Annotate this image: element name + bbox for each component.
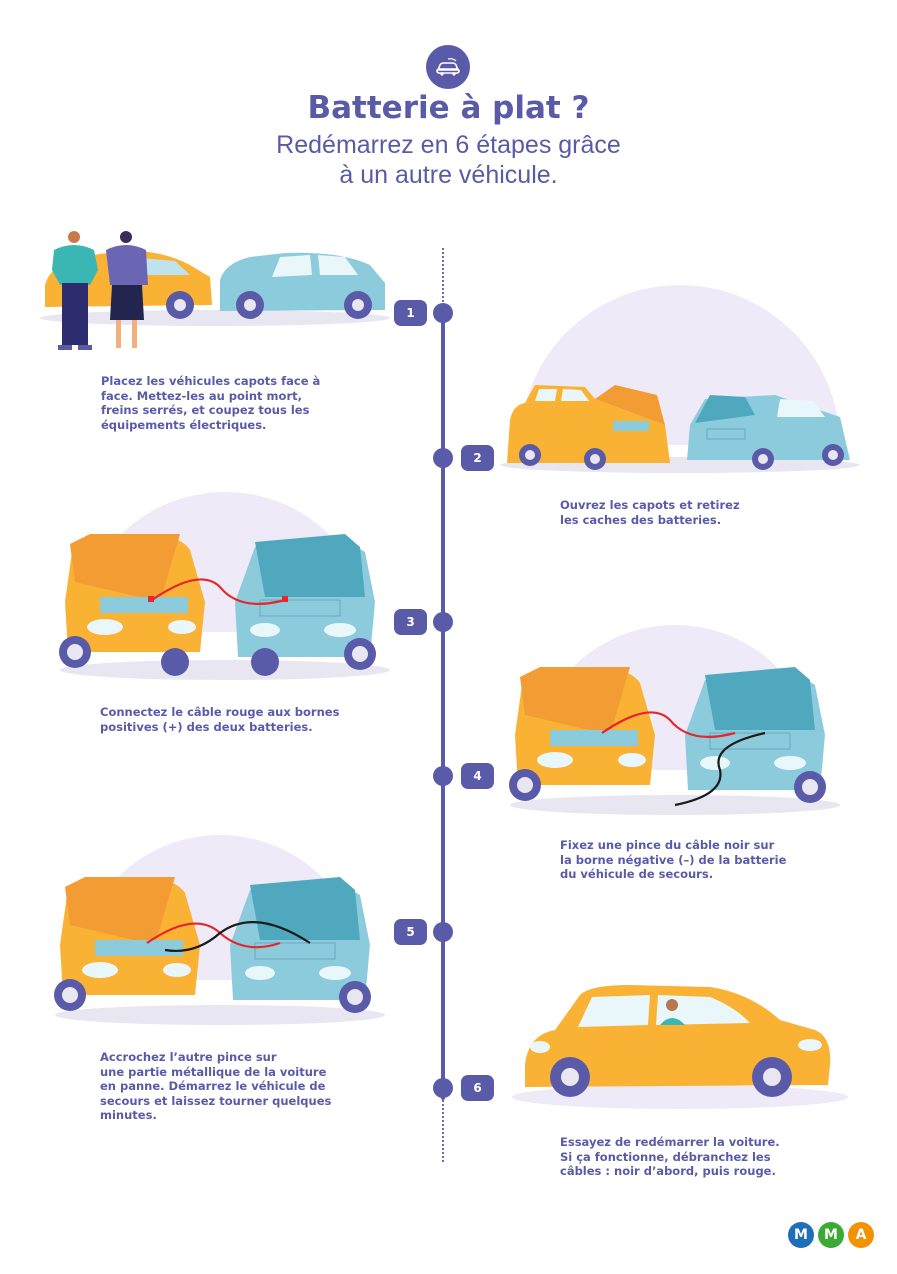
step-1-illustration [40, 231, 390, 350]
step-2-illustration [500, 285, 860, 473]
step-badge-6: 6 [461, 1075, 494, 1101]
step-3-text: Connectez le câble rouge aux bornes posi… [100, 705, 340, 734]
step-badge-1: 1 [394, 300, 427, 326]
step-5-text: Accrochez l’autre pince sur une partie m… [100, 1050, 332, 1122]
timeline-node-5 [433, 922, 453, 942]
step-3-illustration [59, 492, 390, 680]
subtitle-line-1: Redémarrez en 6 étapes grâce [276, 131, 621, 159]
step-badge-2: 2 [461, 445, 494, 471]
step-badge-3: 3 [394, 609, 427, 635]
step-4-text: Fixez une pince du câble noir sur la bor… [560, 838, 787, 881]
timeline-dots-bottom [442, 1100, 444, 1162]
step-1-text: Placez les véhicules capots face à face.… [101, 374, 321, 432]
car-icon-badge [426, 45, 470, 89]
logo-letter-2: M [818, 1222, 844, 1248]
timeline-node-2 [433, 448, 453, 468]
step-5-illustration [54, 835, 385, 1025]
subtitle-line-2: à un autre véhicule. [339, 161, 558, 189]
step-2-text: Ouvrez les capots et retirez les caches … [560, 498, 740, 527]
timeline-dots-top [442, 248, 444, 306]
timeline-node-3 [433, 612, 453, 632]
step-badge-4: 4 [461, 763, 494, 789]
timeline-node-1 [433, 303, 453, 323]
page-subtitle: Redémarrez en 6 étapes grâce à un autre … [0, 130, 897, 190]
logo-letter-3: A [848, 1222, 874, 1248]
timeline-node-6 [433, 1078, 453, 1098]
timeline-node-4 [433, 766, 453, 786]
page-title: Batterie à plat ? [307, 90, 590, 126]
step-6-text: Essayez de redémarrer la voiture. Si ça … [560, 1135, 780, 1178]
timeline-line [441, 306, 445, 1100]
logo-letter-1: M [788, 1222, 814, 1248]
brand-logo: M M A [788, 1222, 874, 1248]
step-4-illustration [509, 625, 840, 815]
step-6-illustration [512, 985, 848, 1109]
step-badge-5: 5 [394, 919, 427, 945]
car-icon [436, 58, 460, 76]
